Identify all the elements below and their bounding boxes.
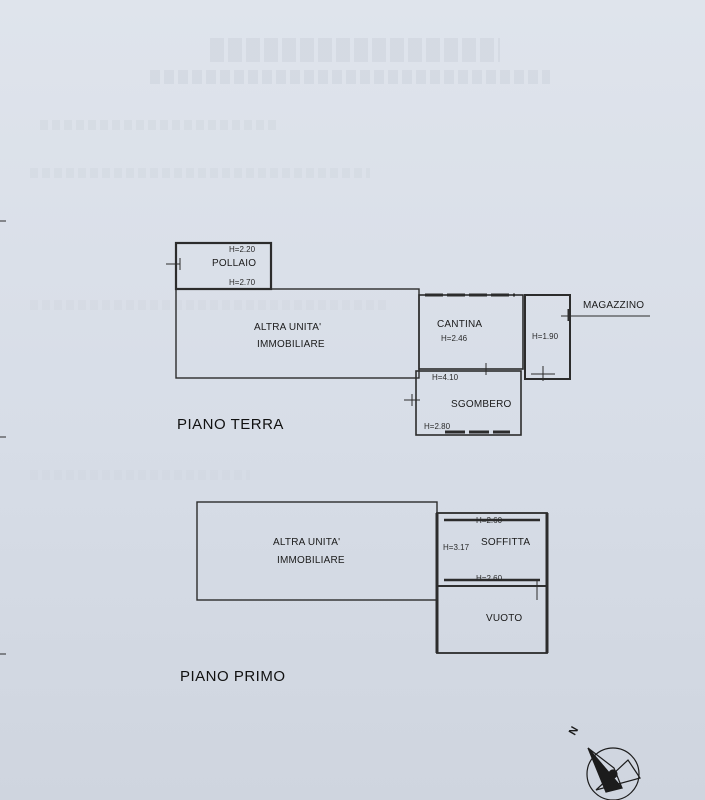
sgombero-height-bottom: H=2.80 (424, 422, 451, 431)
first-floor-title: PIANO PRIMO (180, 668, 286, 685)
compass-icon (586, 747, 641, 800)
altra-unita-ground-walls (175, 288, 420, 379)
soffitta-height-bottom: H=2.60 (476, 574, 503, 583)
magazzino-height: H=1.90 (532, 332, 559, 341)
soffitta-label: SOFFITTA (481, 537, 531, 548)
soffitta-height-top: H=2.60 (476, 516, 503, 525)
altra-unita-first-walls (196, 501, 438, 601)
bleed-through-text (30, 168, 370, 178)
sgombero-label: SGOMBERO (451, 399, 512, 410)
ground-floor-title: PIANO TERRA (177, 416, 284, 433)
sgombero-walls (415, 370, 522, 436)
altra-unita-ground-label-2: IMMOBILIARE (257, 339, 325, 350)
bleed-through-text (150, 70, 550, 84)
bleed-through-text (30, 300, 390, 310)
cantina-walls (418, 294, 524, 370)
pollaio-label: POLLAIO (212, 258, 257, 269)
pollaio-height-bottom: H=2.70 (229, 278, 256, 287)
pollaio-height-top: H=2.20 (229, 245, 256, 254)
cantina-label: CANTINA (437, 319, 483, 330)
altra-unita-ground-label-1: ALTRA UNITA' (254, 322, 322, 333)
magazzino-label: MAGAZZINO (583, 300, 645, 311)
soffitta-height-left: H=3.17 (443, 543, 470, 552)
bleed-through-text (210, 38, 500, 62)
altra-unita-first-label-1: ALTRA UNITA' (273, 537, 341, 548)
sgombero-height-top: H=4.10 (432, 373, 459, 382)
altra-unita-first-label-2: IMMOBILIARE (277, 555, 345, 566)
cantina-height: H=2.46 (441, 334, 468, 343)
bleed-through-text (30, 470, 250, 480)
bleed-through-text (40, 120, 280, 130)
magazzino-walls (524, 294, 571, 380)
vuoto-label: VUOTO (486, 613, 523, 624)
